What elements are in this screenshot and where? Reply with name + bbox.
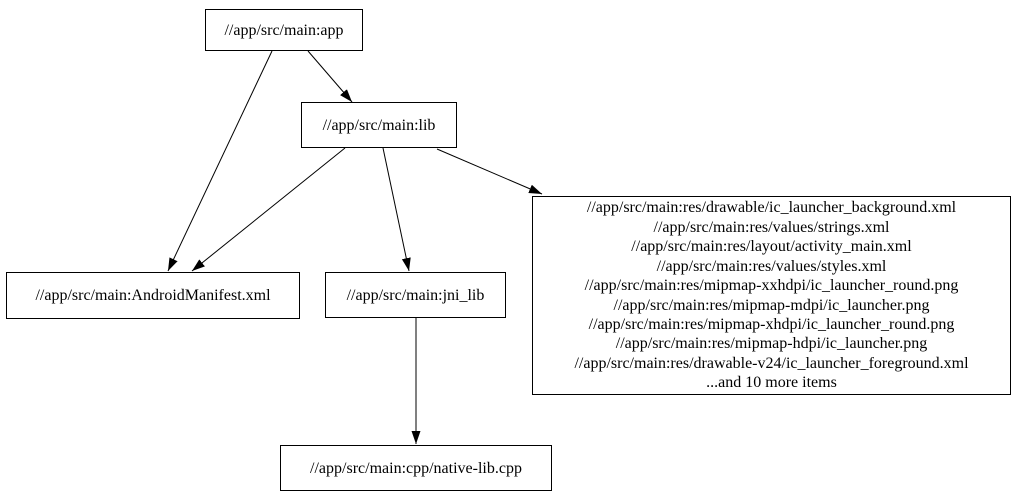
- node-lib: //app/src/main:lib: [301, 102, 457, 148]
- edge-lib-to-jni-lib: [382, 147, 411, 272]
- edge-app-to-lib: [307, 50, 353, 103]
- resource-line: //app/src/main:res/mipmap-xhdpi/ic_launc…: [588, 315, 955, 333]
- node-resources: //app/src/main:res/drawable/ic_launcher_…: [532, 196, 1011, 395]
- resource-line: //app/src/main:res/mipmap-hdpi/ic_launch…: [615, 335, 928, 353]
- resource-line: //app/src/main:res/drawable/ic_launcher_…: [586, 199, 957, 217]
- node-android-manifest-label: //app/src/main:AndroidManifest.xml: [35, 287, 271, 304]
- resource-line: //app/src/main:res/drawable-v24/ic_launc…: [574, 354, 969, 372]
- node-app-label: //app/src/main:app: [224, 21, 344, 39]
- node-app: //app/src/main:app: [205, 9, 363, 51]
- resource-line: //app/src/main:res/values/styles.xml: [656, 257, 887, 275]
- node-native-lib: //app/src/main:cpp/native-lib.cpp: [280, 445, 552, 491]
- resource-line-more: ...and 10 more items: [706, 374, 837, 392]
- node-android-manifest: //app/src/main:AndroidManifest.xml: [6, 272, 300, 319]
- resource-line: //app/src/main:res/values/strings.xml: [653, 218, 890, 236]
- resource-line: //app/src/main:res/mipmap-xxhdpi/ic_laun…: [584, 277, 959, 295]
- node-lib-label: //app/src/main:lib: [322, 116, 436, 134]
- node-jni-lib-label: //app/src/main:jni_lib: [346, 286, 485, 304]
- resource-line: //app/src/main:res/layout/activity_main.…: [631, 238, 912, 256]
- node-jni-lib: //app/src/main:jni_lib: [325, 272, 506, 318]
- edge-app-to-manifest: [167, 50, 273, 272]
- resource-line: //app/src/main:res/mipmap-mdpi/ic_launch…: [613, 296, 930, 314]
- edge-lib-to-manifest: [191, 147, 346, 272]
- edge-lib-to-resources: [436, 148, 543, 195]
- node-native-lib-label: //app/src/main:cpp/native-lib.cpp: [310, 459, 522, 477]
